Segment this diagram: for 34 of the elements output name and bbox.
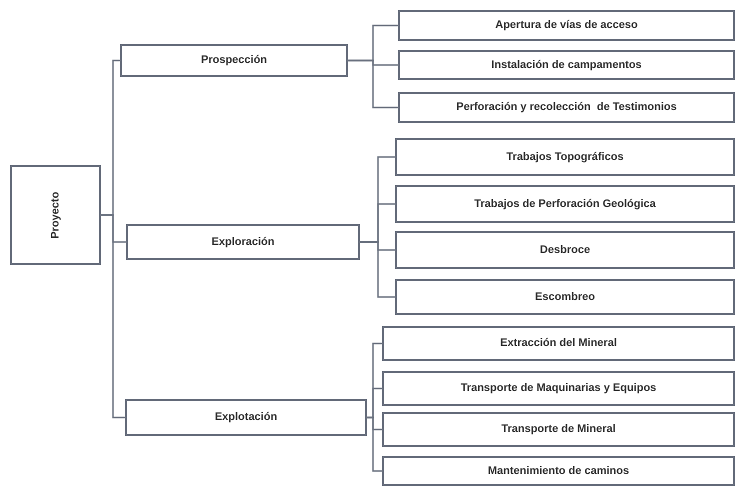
process-box: [126, 224, 360, 260]
process-box: [382, 456, 735, 486]
connector-line: [367, 416, 382, 472]
connector-line: [348, 60, 398, 108]
box-label: Proyecto: [48, 191, 62, 239]
connector-line: [101, 214, 125, 418]
box-label: Perforación y recolección de Testimonios: [456, 100, 677, 116]
process-box: [395, 138, 735, 176]
process-box: [395, 279, 735, 315]
process-box: [382, 371, 735, 406]
process-box: [125, 399, 367, 436]
box-label: Trabajos de Perforación Geológica: [474, 196, 656, 212]
process-box: [398, 10, 735, 41]
box-label: Trabajos Topográficos: [506, 150, 624, 165]
process-box: [395, 231, 735, 269]
process-box: [398, 50, 735, 80]
process-box: [395, 185, 735, 223]
box-label: Extracción del Mineral: [500, 336, 617, 352]
box-label: Apertura de vías de acceso: [495, 18, 638, 34]
process-box: [398, 92, 735, 123]
root-box: [10, 165, 101, 265]
process-box: [382, 412, 735, 447]
box-label: Instalación de campamentos: [491, 58, 642, 73]
box-label: Transporte de Mineral: [501, 422, 616, 438]
box-label: Desbroce: [540, 242, 590, 258]
box-label: Explotación: [214, 410, 278, 426]
box-label: Escombreo: [535, 290, 595, 305]
box-label: Mantenimiento de caminos: [488, 464, 630, 479]
process-box: [120, 44, 348, 77]
box-label: Transporte de Maquinarias y Equipos: [460, 381, 656, 396]
box-label: Exploración: [212, 234, 274, 250]
process-box: [382, 326, 735, 361]
box-label: Prospección: [200, 53, 268, 68]
connector-line: [360, 241, 395, 298]
